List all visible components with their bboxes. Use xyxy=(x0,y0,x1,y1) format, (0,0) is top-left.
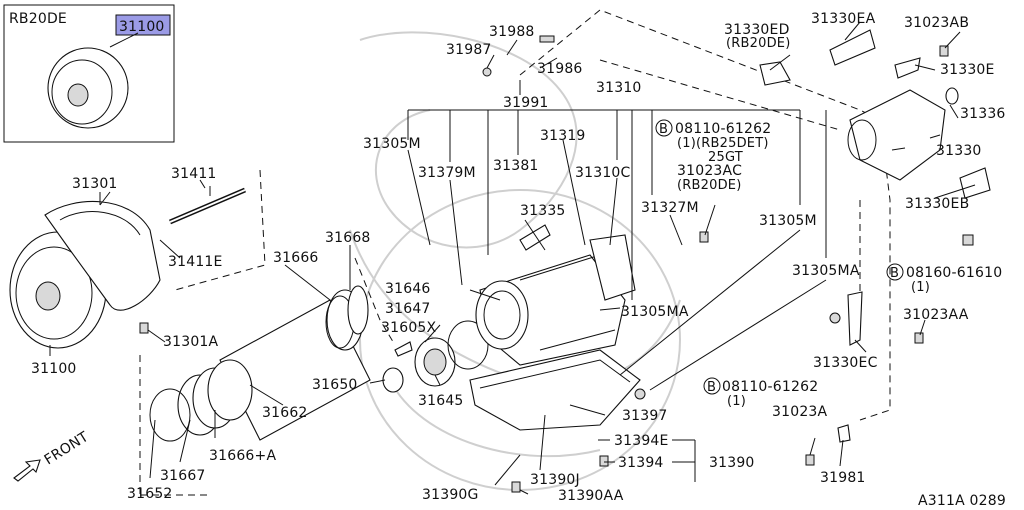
label-31305m-2[interactable]: 31305M xyxy=(759,213,817,229)
inset-panel xyxy=(3,4,175,143)
label-31336[interactable]: 31336 xyxy=(960,106,1006,122)
label-31650[interactable]: 31650 xyxy=(312,377,358,393)
label-31379m[interactable]: 31379M xyxy=(418,165,476,181)
label-31319[interactable]: 31319 xyxy=(540,128,586,144)
converter-housing xyxy=(44,192,161,311)
label-31301[interactable]: 31301 xyxy=(72,176,118,192)
label-31023aa[interactable]: 31023AA xyxy=(903,307,969,323)
label-31023a[interactable]: 31023A xyxy=(772,404,828,420)
label-31646[interactable]: 31646 xyxy=(385,281,431,297)
label-31330ec[interactable]: 31330EC xyxy=(813,355,878,371)
inset-part-number[interactable]: 31100 xyxy=(119,19,165,35)
label-31023ab[interactable]: 31023AB xyxy=(904,15,969,31)
label-31991[interactable]: 31991 xyxy=(503,95,549,111)
inset-frame xyxy=(3,4,175,143)
label-31394[interactable]: 31394 xyxy=(618,455,664,471)
label-31023ac[interactable]: 31023AC xyxy=(677,163,742,179)
label-31411[interactable]: 31411 xyxy=(171,166,217,182)
label-08110-b-qty: (1) xyxy=(727,394,746,409)
clip-31981 xyxy=(837,424,851,443)
label-31987[interactable]: 31987 xyxy=(446,42,492,58)
label-31310[interactable]: 31310 xyxy=(596,80,642,96)
circle-b-label: B xyxy=(659,122,668,137)
label-31394e[interactable]: 31394E xyxy=(614,433,669,449)
label-31330eb[interactable]: 31330EB xyxy=(905,196,969,212)
label-08160-qty: (1) xyxy=(911,280,930,295)
label-31330ed-sub: (RB20DE) xyxy=(726,36,790,51)
label-31335[interactable]: 31335 xyxy=(520,203,566,219)
circle-b-icons: B B B xyxy=(655,119,904,395)
oil-pump xyxy=(382,320,489,393)
label-31330[interactable]: 31330 xyxy=(936,143,982,159)
leader-lines xyxy=(49,21,976,495)
label-31666[interactable]: 31666 xyxy=(273,250,319,266)
label-31100[interactable]: 31100 xyxy=(31,361,77,377)
label-31652[interactable]: 31652 xyxy=(127,486,173,502)
label-31305m[interactable]: 31305M xyxy=(363,136,421,152)
label-31301a[interactable]: 31301A xyxy=(163,334,219,350)
extension-housing xyxy=(759,29,991,199)
input-shaft xyxy=(169,186,246,225)
label-31330e[interactable]: 31330E xyxy=(940,62,995,78)
label-31305ma[interactable]: 31305MA xyxy=(792,263,860,279)
label-31390g[interactable]: 31390G xyxy=(422,487,479,503)
label-31662[interactable]: 31662 xyxy=(262,405,308,421)
label-31981[interactable]: 31981 xyxy=(820,470,866,486)
clutch-pack xyxy=(149,285,371,442)
inset-torque-converter xyxy=(47,47,129,129)
label-31327m[interactable]: 31327M xyxy=(641,200,699,216)
diagram-reference: A311A 0289 xyxy=(918,493,1006,509)
label-31667[interactable]: 31667 xyxy=(160,468,206,484)
highlight-box[interactable] xyxy=(115,14,171,36)
front-label: FRONT xyxy=(42,429,92,469)
label-08110-b[interactable]: 08110-61262 xyxy=(722,379,818,395)
label-31647[interactable]: 31647 xyxy=(385,301,431,317)
label-31666a[interactable]: 31666+A xyxy=(209,448,276,464)
bracket-31330ec xyxy=(847,291,863,346)
label-08110-a-sub2: 25GT xyxy=(708,150,743,165)
label-31668[interactable]: 31668 xyxy=(325,230,371,246)
oil-pan xyxy=(469,349,641,431)
inset-model-label: RB20DE xyxy=(9,11,67,27)
callout-labels: RB20DE 31100 31987 31988 31986 31991 313… xyxy=(9,11,1006,509)
label-31645[interactable]: 31645 xyxy=(418,393,464,409)
label-31411e[interactable]: 31411E xyxy=(168,254,223,270)
label-31305ma-2[interactable]: 31305MA xyxy=(621,304,689,320)
label-31023ac-sub: (RB20DE) xyxy=(677,178,741,193)
label-31986[interactable]: 31986 xyxy=(537,61,583,77)
circle-b-label: B xyxy=(707,380,716,395)
label-31310c[interactable]: 31310C xyxy=(575,165,631,181)
transmission-case xyxy=(475,224,636,366)
label-31390aa[interactable]: 31390AA xyxy=(558,488,624,504)
label-08110-a-sub1: (1)(RB25DET) xyxy=(677,136,769,151)
label-31390[interactable]: 31390 xyxy=(709,455,755,471)
front-arrow-icon xyxy=(13,459,41,482)
label-31381[interactable]: 31381 xyxy=(493,158,539,174)
label-08110-a[interactable]: 08110-61262 xyxy=(675,121,771,137)
circle-b-label: B xyxy=(890,266,899,281)
label-31397[interactable]: 31397 xyxy=(622,408,668,424)
label-31605x[interactable]: 31605X xyxy=(381,320,437,336)
label-31330ed[interactable]: 31330ED xyxy=(724,22,790,38)
label-31988[interactable]: 31988 xyxy=(489,24,535,40)
label-31390j[interactable]: 31390J xyxy=(530,472,580,488)
bolts xyxy=(139,35,974,493)
label-08160[interactable]: 08160-61610 xyxy=(906,265,1002,281)
label-31330ea[interactable]: 31330EA xyxy=(811,11,876,27)
